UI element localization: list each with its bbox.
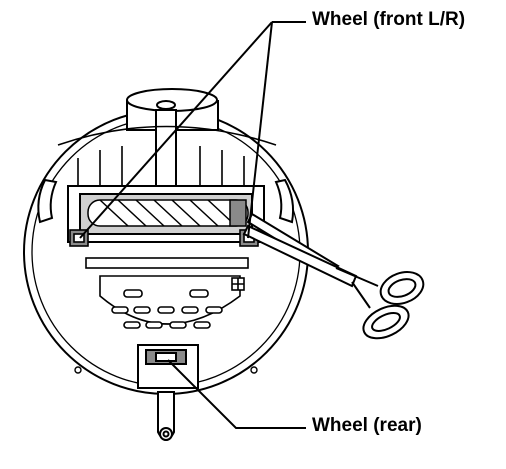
slot-1 [123, 289, 143, 298]
lower-panel-strip [85, 257, 249, 269]
scissors-shanks [335, 267, 379, 309]
leader-lines [79, 21, 306, 429]
slot-8 [123, 321, 141, 329]
slot-2 [189, 289, 209, 298]
brush-roll [87, 199, 249, 227]
ribs [77, 146, 245, 190]
slot-11 [193, 321, 211, 329]
right-bump [274, 178, 295, 224]
scissors-icon [242, 212, 425, 340]
rear-wheel-hub [155, 352, 177, 362]
side-bumps [37, 178, 295, 224]
rib-top-arc [57, 125, 277, 146]
leader-front-left [79, 21, 273, 239]
screw-right [250, 366, 258, 374]
slot-9 [145, 321, 163, 329]
left-bump [37, 178, 58, 224]
rear-wheel-label: Wheel (rear) [312, 415, 422, 436]
brush-bristles [99, 199, 237, 227]
rear-assembly [137, 344, 199, 441]
tail-knob [159, 427, 173, 441]
slot-5 [157, 306, 175, 314]
tail-knob-center [162, 430, 170, 438]
leader-front-right [247, 21, 273, 239]
handle-cap [156, 100, 176, 110]
screws [74, 366, 258, 374]
brush-end-cap [229, 199, 247, 227]
slot-7 [205, 306, 223, 314]
leader-rear [167, 359, 306, 429]
front-wheel-left-hub [73, 233, 85, 243]
rib-area [57, 125, 277, 190]
grid-square-lines [232, 278, 244, 290]
front-wheels-label: Wheel (front L/R) [312, 9, 466, 30]
slot-3 [111, 306, 129, 314]
slot-6 [181, 306, 199, 314]
scissors-handle-lower-hole [371, 312, 401, 332]
slot-10 [169, 321, 187, 329]
slot-4 [133, 306, 151, 314]
lower-panel [85, 257, 249, 329]
scissors-handle-upper-hole [387, 278, 417, 298]
screw-left [74, 366, 82, 374]
